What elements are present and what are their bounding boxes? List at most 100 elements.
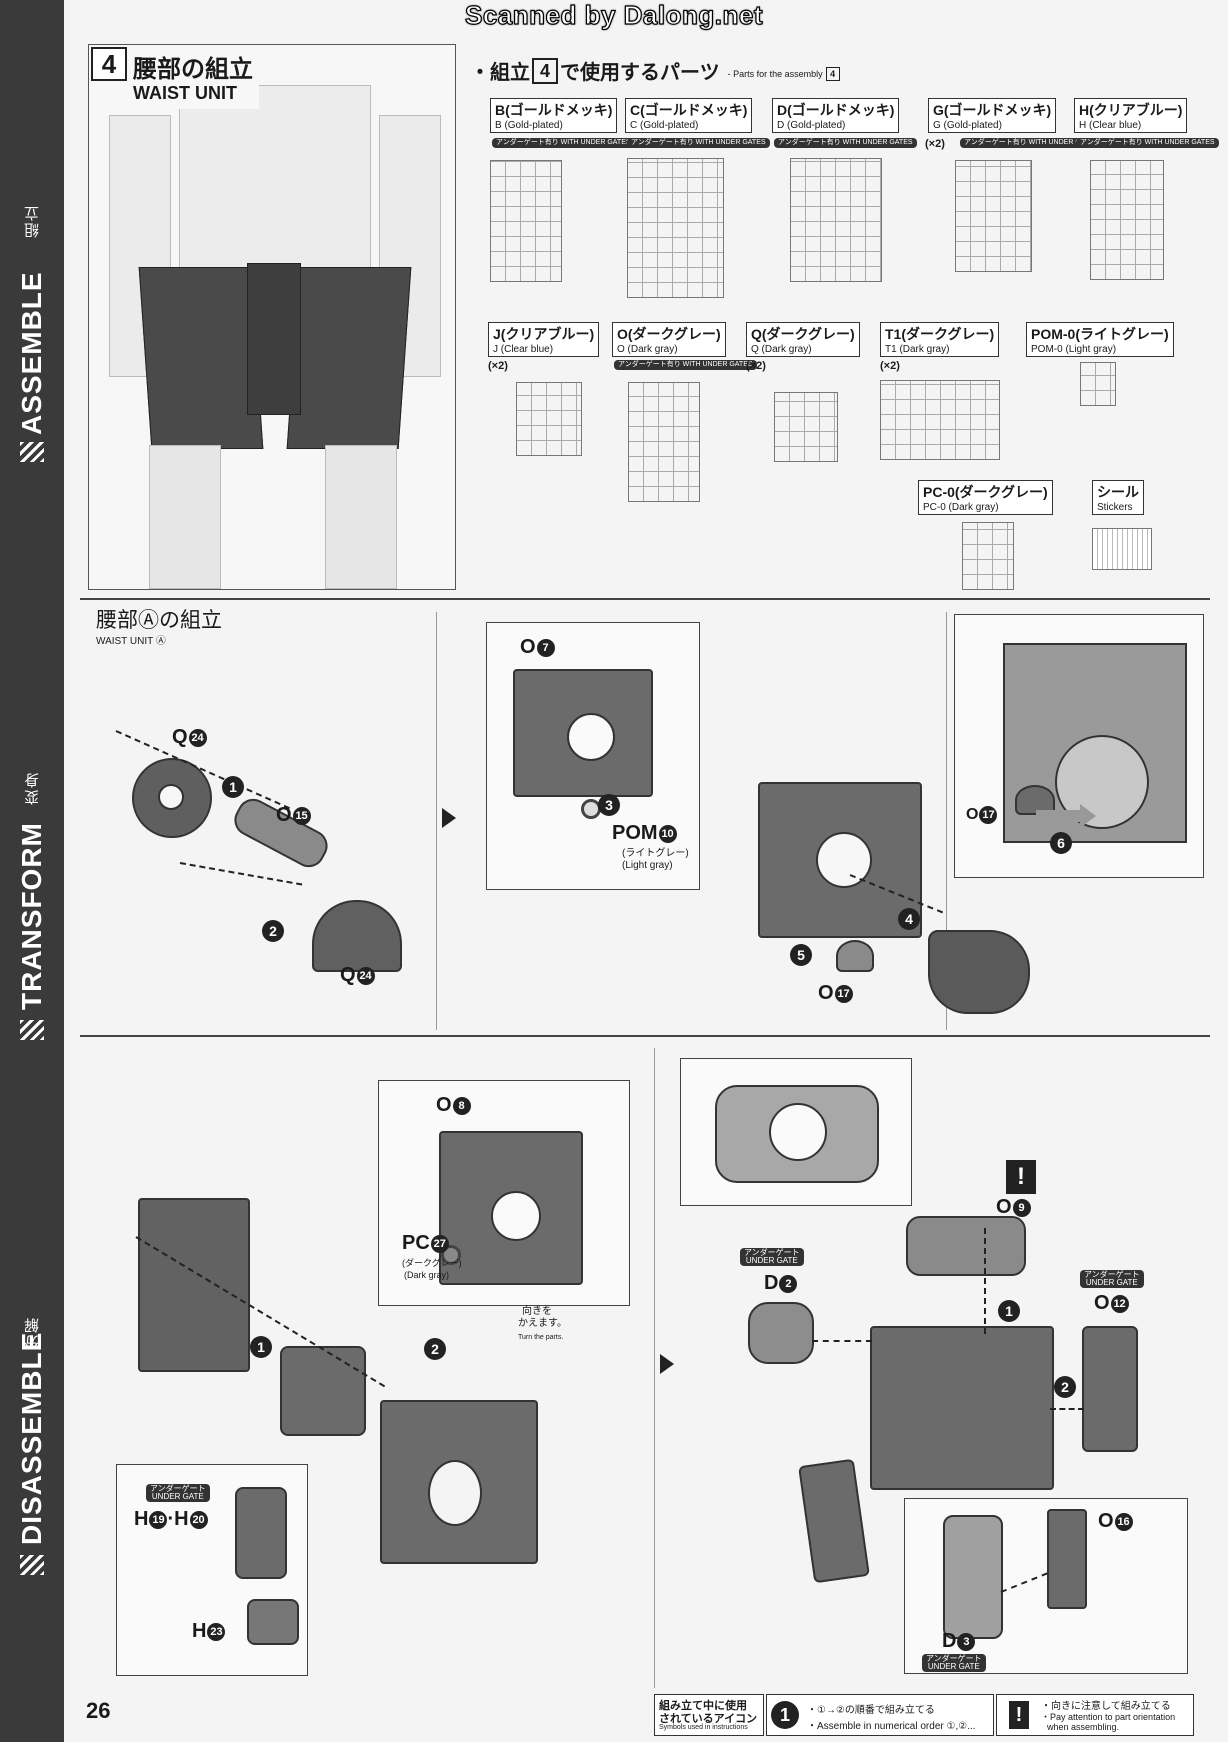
callout-h-parts — [116, 1464, 308, 1676]
label-pc27-jp: (ダークグレー) — [402, 1258, 462, 1268]
step-2-badge: 2 — [262, 920, 284, 942]
step-6-badge: 6 — [1050, 832, 1072, 854]
step-4-badge: 4 — [898, 908, 920, 930]
o16-part — [1047, 1509, 1087, 1609]
runner-b-diagram — [490, 160, 562, 282]
runner-label-g: G(ゴールドメッキ)G (Gold-plated) — [928, 98, 1057, 133]
step-1-badge: 1 — [998, 1300, 1020, 1322]
runner-h-diagram — [1090, 160, 1164, 280]
step-title-jp: 腰部の組立 — [133, 56, 253, 83]
callout-o8 — [378, 1080, 630, 1306]
under-gate-badge: アンダーゲート有り WITH UNDER GATES — [960, 138, 1103, 148]
step-2-badge: 2 — [424, 1338, 446, 1360]
legend-title-jp1: 組み立て中に使用 — [659, 1700, 747, 1712]
frame-o7-hole — [567, 713, 615, 761]
turn-note-jp2: かえます。 — [518, 1318, 567, 1329]
robot-front-skirt — [247, 263, 301, 415]
side-armor-part — [798, 1458, 870, 1584]
runner-pc0-diagram — [962, 522, 1014, 590]
runner-label-pom0: POM-0(ライトグレー)POM-0 (Light gray) — [1026, 322, 1174, 357]
legend-title-box: 組み立て中に使用 されているアイコン Symbols used in instr… — [654, 1694, 764, 1736]
runner-g-qty: (×2) — [925, 138, 945, 150]
robot-skirt-left — [138, 267, 264, 449]
runner-label-j: J(クリアブルー)J (Clear blue) — [488, 322, 600, 357]
sticker-sheet-diagram — [1092, 528, 1152, 570]
parts-header-step: 4 — [532, 57, 558, 84]
step-3-badge: 3 — [598, 794, 620, 816]
robot-leg-left — [149, 445, 221, 589]
turn-note-en: Turn the parts. — [518, 1334, 564, 1341]
under-gate-badge: アンダーゲート有り WITH UNDER GATES — [774, 138, 917, 148]
dashed-arrow — [984, 1228, 986, 1334]
dashed-arrow — [1050, 1408, 1084, 1410]
step-1-badge: 1 — [250, 1336, 272, 1358]
runner-c-diagram — [627, 158, 724, 298]
hatch-icon — [20, 1555, 44, 1575]
motion-arrow-head-icon — [1080, 804, 1096, 828]
runner-label-pc0: PC-0(ダークグレー)PC-0 (Dark gray) — [918, 480, 1053, 515]
legend-order-box: 1 ・①→②の順番で組み立てる ・Assemble in numerical o… — [766, 1694, 994, 1736]
label-pom10-en: (Light gray) — [622, 860, 673, 871]
dashed-arrow — [812, 1340, 872, 1342]
parts-header-en-step: 4 — [825, 66, 840, 81]
gear-hole — [158, 784, 184, 810]
callout-d3-o16 — [904, 1498, 1188, 1674]
legend-attention-box: ! ・向きに注意して組み立てる ・Pay attention to part o… — [996, 1694, 1194, 1736]
next-arrow-icon — [442, 808, 456, 828]
sidebar: 組立 ASSEMBLE 変身 TRANSFORM 分解 DISASSEMBLE — [0, 0, 64, 1742]
step-1-badge: 1 — [222, 776, 244, 798]
o17-part — [836, 940, 874, 972]
motion-arrow-icon — [1036, 810, 1082, 822]
runner-label-q: Q(ダークグレー)Q (Dark gray) — [746, 322, 860, 357]
legend-attention-en1: ・Pay attention to part orientation — [1041, 1712, 1176, 1722]
legend-title-en: Symbols used in instructions — [659, 1724, 748, 1731]
robot-arm-right — [379, 115, 441, 377]
runner-label-b: B(ゴールドメッキ)B (Gold-plated) — [490, 98, 618, 133]
sidebar-transform: TRANSFORM — [16, 822, 47, 1010]
gear-q24-bottom-part — [312, 900, 402, 972]
callout-o7 — [486, 622, 700, 890]
step-5-badge: 5 — [790, 944, 812, 966]
runner-q-diagram — [774, 392, 838, 462]
waist-core-part — [870, 1326, 1054, 1490]
o12-part — [1082, 1326, 1138, 1452]
order-icon: 1 — [771, 1701, 799, 1729]
legend-order-jp: ・①→②の順番で組み立てる — [807, 1705, 935, 1716]
runner-o-diagram — [628, 382, 700, 502]
frame-o8-hole — [491, 1191, 541, 1241]
legend-attention-jp: ・向きに注意して組み立てる — [1041, 1701, 1171, 1712]
label-pom10-jp: (ライトグレー) — [622, 848, 689, 859]
page-number: 26 — [86, 1698, 111, 1723]
next-arrow-icon — [660, 1354, 674, 1374]
parts-header-prefix: ・組立 — [470, 62, 530, 84]
divider — [80, 598, 1210, 600]
divider-vertical — [654, 1048, 655, 1688]
runner-label-o: O(ダークグレー)O (Dark gray) — [612, 322, 726, 357]
waist-top-hole — [769, 1103, 827, 1161]
watermark: Scanned by Dalong.net — [464, 0, 763, 31]
h-part — [280, 1346, 366, 1436]
runner-d-diagram — [790, 158, 882, 282]
h23-part — [247, 1599, 299, 1645]
sidebar-transform-jp: 変身 — [23, 771, 41, 805]
parts-header-en: - Parts for the assembly — [727, 68, 823, 79]
under-gate-badge: アンダーゲート有り WITH UNDER GATES — [1076, 138, 1219, 148]
runner-label-c: C(ゴールドメッキ)C (Gold-plated) — [625, 98, 753, 133]
sidebar-assemble: ASSEMBLE — [16, 271, 47, 435]
gear-part — [928, 930, 1030, 1014]
label-pc27-en: (Dark gray) — [404, 1270, 450, 1280]
runner-j-diagram — [516, 382, 582, 456]
under-gate-badge: アンダーゲート有り WITH UNDER GATES — [614, 360, 757, 370]
